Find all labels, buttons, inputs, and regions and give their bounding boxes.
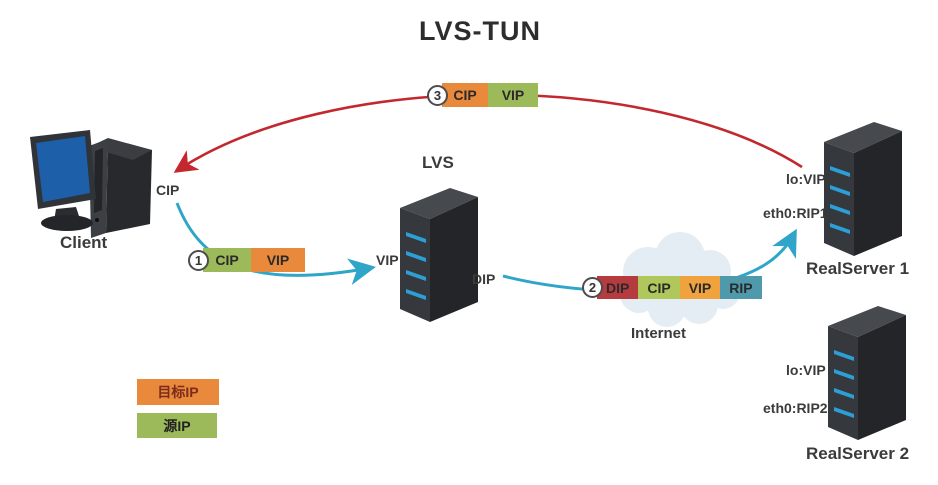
packet-step3: 3 CIP VIP [427, 83, 538, 107]
packet2-rip-segment: RIP [720, 276, 762, 299]
client-cip-label: CIP [156, 182, 180, 198]
packet1-vip-segment: VIP [251, 248, 305, 272]
packet3-vip-segment: VIP [488, 83, 538, 107]
packet2-dip-segment: DIP [597, 276, 639, 299]
lvs-dip-label: DIP [472, 271, 496, 287]
realserver2-lo-vip-label: lo:VIP [786, 362, 826, 378]
legend-destination-ip: 目标IP [137, 379, 219, 405]
lvs-label: LVS [422, 153, 454, 172]
client-label: Client [60, 233, 108, 252]
lvs-server-icon [400, 188, 478, 322]
realserver1-icon [824, 122, 902, 256]
packet2-cip-segment: CIP [638, 276, 680, 299]
internet-label: Internet [631, 325, 687, 342]
packet-step1: 1 CIP VIP [188, 248, 305, 272]
packet2-vip-segment: VIP [679, 276, 721, 299]
step2-number-badge: 2 [582, 277, 603, 298]
realserver1-label: RealServer 1 [806, 259, 910, 278]
realserver1-lo-vip-label: lo:VIP [786, 171, 826, 187]
lvs-vip-label: VIP [376, 252, 399, 268]
step1-number-badge: 1 [188, 249, 209, 271]
packet-step2: 2 DIP CIP VIP RIP [582, 276, 762, 299]
packet3-cip-segment: CIP [442, 83, 488, 107]
legend-source-ip: 源IP [137, 413, 217, 438]
realserver2-icon [828, 306, 906, 440]
diagram-title: LVS-TUN [419, 16, 541, 46]
client-computer-icon [30, 130, 152, 238]
step3-number-badge: 3 [427, 84, 448, 106]
realserver2-label: RealServer 2 [806, 444, 910, 463]
packet1-cip-segment: CIP [203, 248, 251, 272]
realserver2-eth-label: eth0:RIP2 [763, 400, 828, 416]
realserver1-eth-label: eth0:RIP1 [763, 205, 828, 221]
